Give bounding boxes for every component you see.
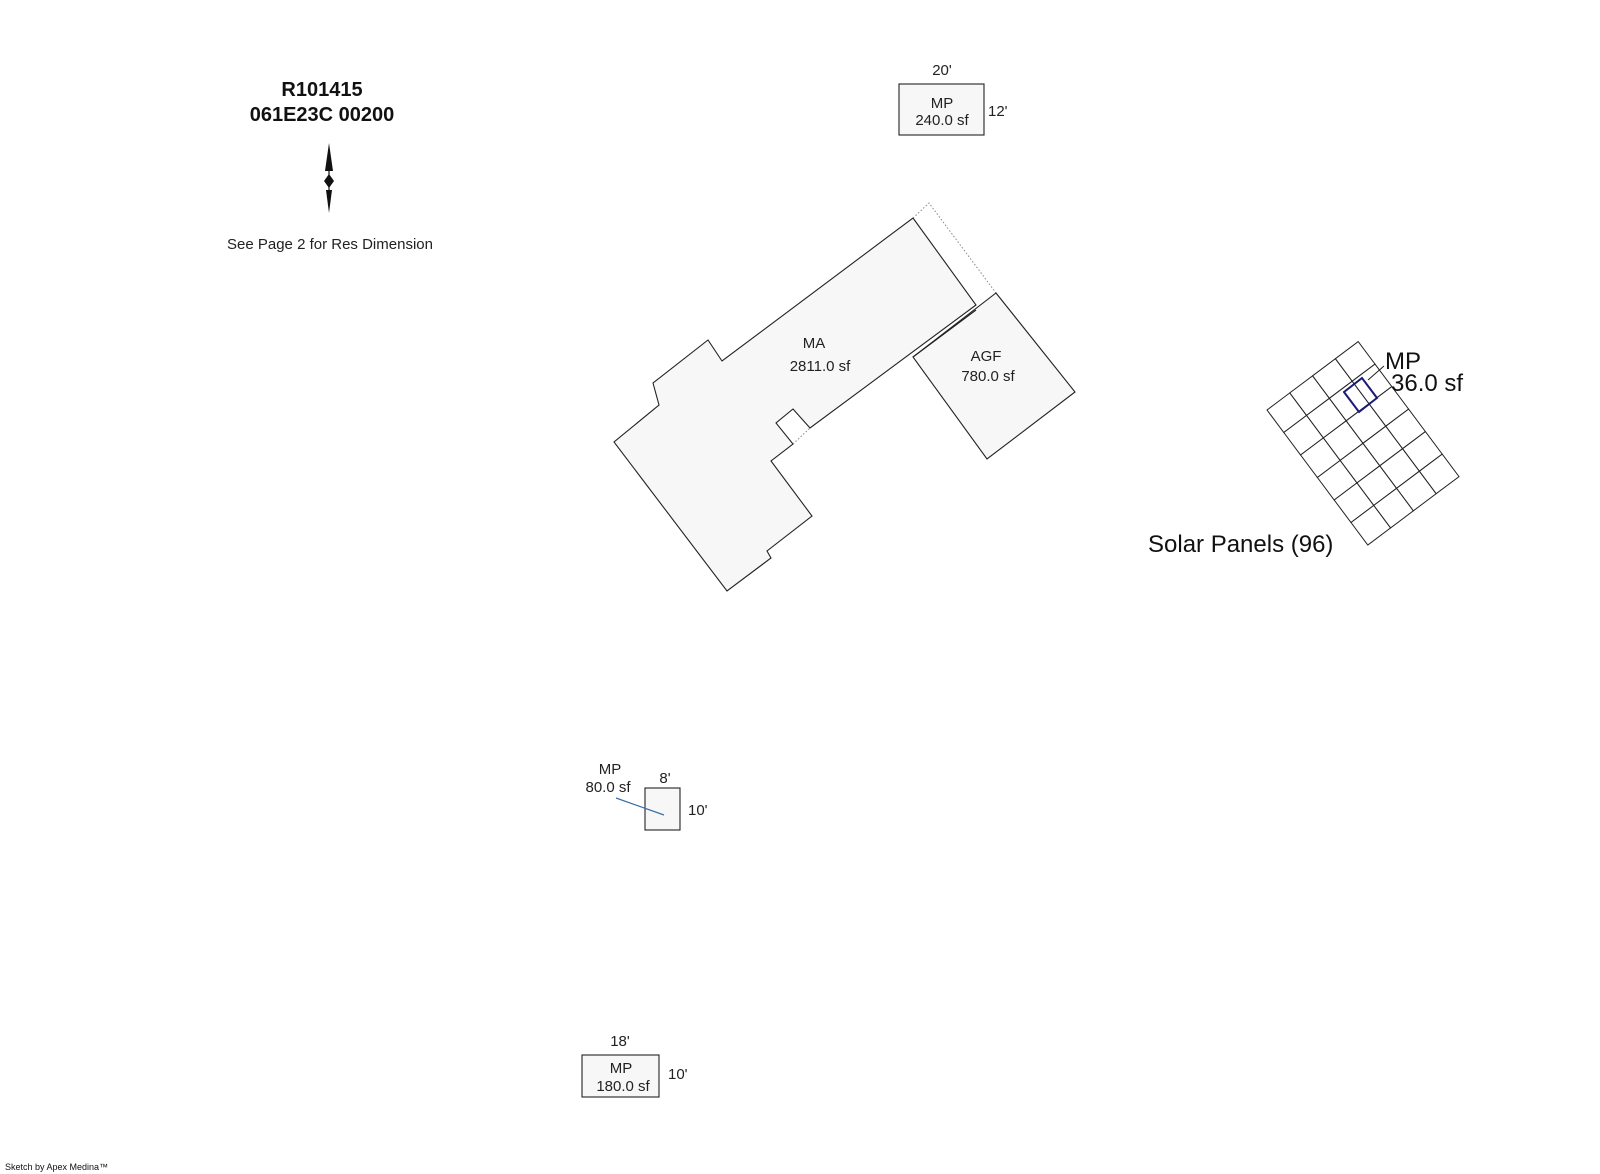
mp-small-code: MP xyxy=(599,761,622,778)
mp-bottom-depth: 10' xyxy=(668,1066,688,1083)
mp-bottom-sf: 180.0 sf xyxy=(596,1078,650,1095)
parcel-id: R101415 xyxy=(281,79,362,101)
mp-bottom-code: MP xyxy=(610,1060,633,1077)
solar-panel-cell xyxy=(1418,453,1460,495)
mp-top-sf: 240.0 sf xyxy=(915,112,969,129)
res-dimension-note: See Page 2 for Res Dimension xyxy=(227,236,433,253)
mp-small-leader xyxy=(615,797,665,816)
agf-area: AGF 780.0 sf xyxy=(912,292,1076,460)
mp-bottom-area: 18' 10' MP 180.0 sf xyxy=(581,1033,688,1098)
mp-top-area: 20' 12' MP 240.0 sf xyxy=(898,62,1008,136)
agf-code: AGF xyxy=(971,348,1002,365)
mp-top-code: MP xyxy=(931,95,954,112)
solar-panel-grid xyxy=(1266,340,1460,546)
map-number: 061E23C 00200 xyxy=(250,104,395,126)
mp-small-area: MP 80.0 sf 8' 10' xyxy=(585,761,708,831)
solar-panels-label: Solar Panels (96) xyxy=(1148,531,1333,558)
north-arrow-icon xyxy=(324,143,334,213)
mp-solar-code: MP xyxy=(1385,348,1421,375)
mp-solar-sf: 36.0 sf xyxy=(1391,370,1463,397)
mp-solar-area: MP 36.0 sf xyxy=(1342,348,1463,414)
sketch-credit: Sketch by Apex Medina™ xyxy=(5,1162,108,1172)
agf-sf: 780.0 sf xyxy=(961,368,1015,385)
connector-dotted xyxy=(792,427,811,445)
ma-area: MA 2811.0 sf xyxy=(613,217,977,592)
mp-small-depth: 10' xyxy=(688,802,708,819)
ma-code: MA xyxy=(803,335,826,352)
mp-small-sf: 80.0 sf xyxy=(585,779,631,796)
mp-bottom-width: 18' xyxy=(610,1033,630,1050)
ma-sf: 2811.0 sf xyxy=(790,358,851,375)
mp-top-depth: 12' xyxy=(988,103,1008,120)
mp-top-width: 20' xyxy=(932,62,952,79)
porch-outline xyxy=(912,202,997,294)
mp-small-width: 8' xyxy=(659,770,670,787)
